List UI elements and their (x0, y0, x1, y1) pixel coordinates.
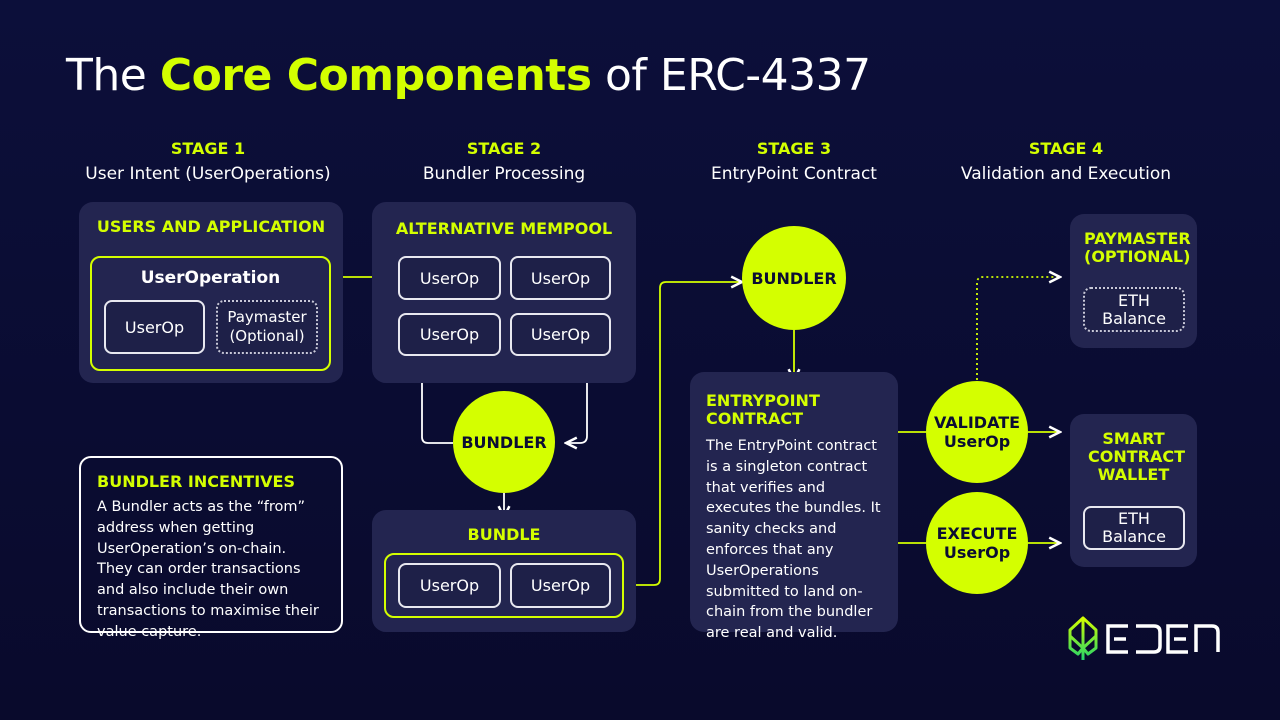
bundle-userop: UserOp (510, 563, 611, 608)
bundle-userop: UserOp (398, 563, 501, 608)
bundler-circle-stage2: BUNDLER (453, 391, 555, 493)
panel-heading: BUNDLE (467, 525, 541, 544)
entrypoint-body: The EntryPoint contract is a singleton c… (706, 438, 881, 642)
wallet-eth-balance: ETH Balance (1083, 506, 1185, 550)
bundler-circle-stage3: BUNDLER (742, 226, 846, 330)
entrypoint-heading: ENTRYPOINT CONTRACT (706, 391, 820, 428)
page-title: The Core Components of ERC-4337 (66, 50, 871, 101)
paymaster-optional-box: Paymaster (Optional) (216, 300, 318, 354)
mempool-userop: UserOp (398, 256, 501, 300)
bundler-incentives-box: BUNDLER INCENTIVES A Bundler acts as the… (79, 456, 343, 640)
paymaster-eth-balance: ETH Balance (1083, 287, 1185, 332)
panel-heading: ALTERNATIVE MEMPOOL (395, 219, 613, 238)
useroperation-title: UserOperation (140, 268, 281, 288)
bundle-group (384, 553, 624, 618)
eden-logo (1066, 616, 1222, 662)
entrypoint-contract-panel: ENTRYPOINT CONTRACT The EntryPoint contr… (690, 372, 898, 641)
validate-userop-circle: VALIDATE UserOp (926, 381, 1028, 483)
mempool-userop: UserOp (398, 313, 501, 356)
mempool-userop: UserOp (510, 313, 611, 356)
execute-userop-circle: EXECUTE UserOp (926, 492, 1028, 594)
panel-heading: PAYMASTER (OPTIONAL) (1084, 229, 1191, 266)
eden-wordmark (1106, 624, 1220, 654)
incentives-heading: BUNDLER INCENTIVES (97, 472, 295, 491)
panel-heading: SMART CONTRACT WALLET (1088, 429, 1186, 484)
leaf-icon (1068, 616, 1098, 660)
incentives-body: A Bundler acts as the “from” address whe… (97, 499, 319, 640)
userop-box: UserOp (104, 300, 205, 354)
useroperation-group: UserOperation (90, 256, 331, 371)
mempool-userop: UserOp (510, 256, 611, 300)
panel-heading: USERS AND APPLICATION (96, 217, 326, 236)
